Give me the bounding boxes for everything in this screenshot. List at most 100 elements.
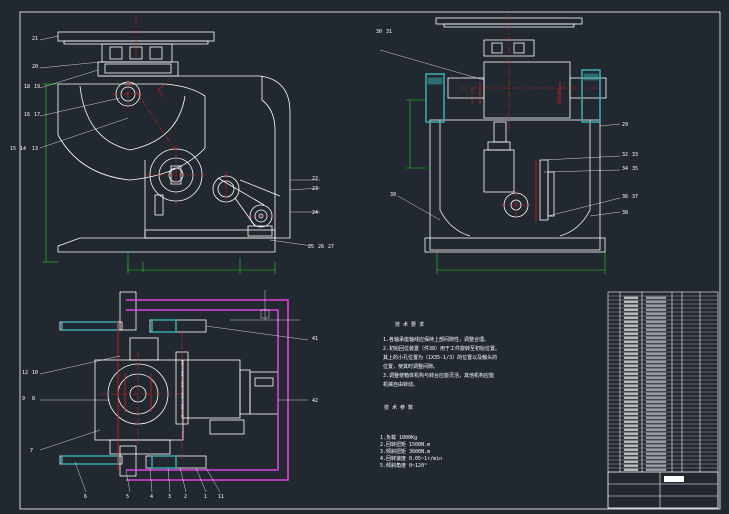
bom-cell-text xyxy=(623,432,639,435)
param-item: 2.回转扭矩 1500N.m xyxy=(380,441,430,448)
bom-cell-text xyxy=(623,440,639,443)
bom-cell-text xyxy=(623,448,639,451)
plan-callout-5: 5 xyxy=(126,494,129,500)
side-callout-35: 35 xyxy=(632,166,638,172)
bom-cell-text xyxy=(623,388,639,391)
side-callout-38: 38 xyxy=(622,210,628,216)
plan-callout-6: 6 xyxy=(84,494,87,500)
bom-cell-text xyxy=(645,448,667,451)
side-callout-40: 40 xyxy=(0,0,6,2)
bom-cell-text xyxy=(623,368,639,371)
plan-callout-11: 11 xyxy=(218,494,224,500)
tech-req-item: 1.各轴承座轴线应保持上部间隙性，调整合理。 xyxy=(383,336,489,343)
bom-cell-text xyxy=(623,384,639,387)
bom-cell-text xyxy=(645,412,667,415)
bom-cell-text xyxy=(645,348,667,351)
plan-callout-7: 7 xyxy=(30,448,33,454)
bom-cell-text xyxy=(623,300,639,303)
bom-cell-text xyxy=(623,304,639,307)
bom-cell-text xyxy=(645,324,667,327)
bom-rows xyxy=(608,295,718,471)
bom-cell-text xyxy=(623,444,639,447)
bom-cell-text xyxy=(645,368,667,371)
plan-outer-frame xyxy=(126,299,289,481)
bom-cell-text xyxy=(623,464,639,467)
bom-cell-text xyxy=(645,364,667,367)
plan-callout-41: 41 xyxy=(312,336,318,342)
bom-cell-text xyxy=(645,352,667,355)
bom-cell-text xyxy=(645,404,667,407)
side-callout-30: 30 xyxy=(376,29,382,35)
title-block-label-box xyxy=(664,476,684,482)
side-callout-31: 31 xyxy=(386,29,392,35)
bom-cell-text xyxy=(623,424,639,427)
plan-callout-9: 9 xyxy=(22,396,25,402)
bom-cell-text xyxy=(623,328,639,331)
tech-req-items: 1.各轴承座轴线应保持上部间隙性，调整合理。 2.初始回位装置（件38）用于工件旋… xyxy=(383,336,500,388)
bom-cell-text xyxy=(623,400,639,403)
plan-callout-1: 1 xyxy=(204,494,207,500)
bom-cell-text xyxy=(645,336,667,339)
bom-cell-text xyxy=(645,428,667,431)
bom-cell-text xyxy=(645,400,667,403)
bom-cell-text xyxy=(623,380,639,383)
bom-cell-text xyxy=(623,396,639,399)
plan-callout-2: 2 xyxy=(184,494,187,500)
param-item: 3.倾斜扭矩 3600N.m xyxy=(380,448,430,455)
bom-cell-text xyxy=(645,384,667,387)
bom-cell-text xyxy=(645,452,667,455)
bom-cell-text xyxy=(645,440,667,443)
plan-callout-42: 42 xyxy=(312,398,318,404)
bom-cell-text xyxy=(645,420,667,423)
bom-cell-text xyxy=(623,468,639,471)
bom-cell-text xyxy=(623,416,639,419)
front-callout-13: 13 xyxy=(32,146,38,152)
bom-cell-text xyxy=(623,352,639,355)
front-callout-18: 18 xyxy=(24,84,30,90)
plan-callout-10: 10 xyxy=(32,370,38,376)
tech-req-title: 技 术 要 求 xyxy=(395,321,424,328)
bom-cell-text xyxy=(623,356,639,359)
bom-cell-text xyxy=(623,364,639,367)
bom-cell-text xyxy=(645,392,667,395)
bom-cell-text xyxy=(623,324,639,327)
bom-cell-text xyxy=(623,408,639,411)
bom-cell-text xyxy=(645,376,667,379)
bom-cell-text xyxy=(645,344,667,347)
bom-cell-text xyxy=(645,312,667,315)
side-callout-29: 29 xyxy=(622,122,628,128)
bom-cell-text xyxy=(645,308,667,311)
bom-cell-text xyxy=(645,304,667,307)
bom-cell-text xyxy=(623,320,639,323)
tech-req-item: 2.初始回位装置（件38）用于工件旋转至初始位置。 xyxy=(383,345,500,352)
bom-cell-text xyxy=(645,464,667,467)
side-motor-left xyxy=(425,73,445,123)
bom-cell-text xyxy=(645,300,667,303)
bom-cell-text xyxy=(623,436,639,439)
front-callout-22: 22 xyxy=(312,176,318,182)
tech-req-item: 位置，使其时调整间隙。 xyxy=(383,363,438,370)
front-callout-23: 23 xyxy=(312,186,318,192)
plan-callout-8: 8 xyxy=(32,396,35,402)
plan-callout-3: 3 xyxy=(168,494,171,500)
tech-req-item: 机械自由转动。 xyxy=(383,381,418,388)
bom-cell-text xyxy=(645,388,667,391)
front-callout-21: 21 xyxy=(32,36,38,42)
side-callout-33: 33 xyxy=(632,152,638,158)
bom-cell-text xyxy=(645,424,667,427)
bom-cell-text xyxy=(645,416,667,419)
bom-cell-text xyxy=(623,420,639,423)
front-callout-16: 16 xyxy=(24,112,30,118)
bom-cell-text xyxy=(645,408,667,411)
front-callout-15: 15 xyxy=(10,146,16,152)
front-callout-19: 19 xyxy=(34,84,40,90)
bom-cell-text xyxy=(623,296,639,299)
bom-cell-text xyxy=(645,296,667,299)
sheet-border xyxy=(19,11,721,510)
